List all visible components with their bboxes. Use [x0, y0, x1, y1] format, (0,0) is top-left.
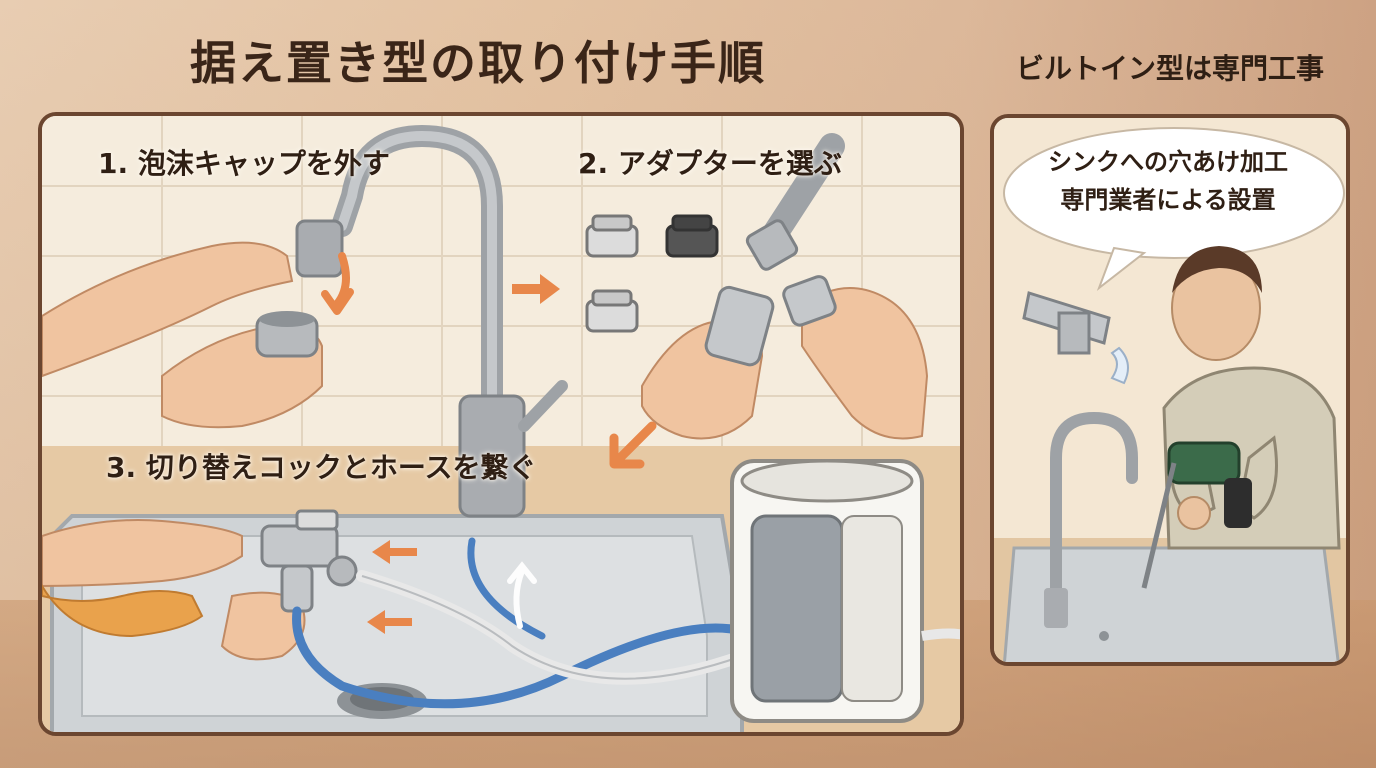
- worker: [1162, 246, 1341, 550]
- side-title: ビルトイン型は専門工事: [1015, 52, 1324, 85]
- up-arrow-icon: [507, 561, 537, 629]
- power-drill: [1141, 441, 1252, 589]
- speech-bubble: [1003, 127, 1345, 291]
- step1-hands: [42, 241, 323, 429]
- step-2-label: 2. アダプターを選ぶ: [578, 147, 842, 180]
- blue-hose: [292, 606, 747, 709]
- right-arrow-icon: [512, 274, 560, 304]
- main-illustration: [42, 116, 960, 732]
- builtin-panel: [990, 114, 1350, 666]
- page-title: 据え置き型の取り付け手順: [190, 36, 766, 90]
- builtin-faucet: [1050, 411, 1138, 604]
- step-3-label: 3. 切り替えコックとホースを繋ぐ: [106, 451, 537, 484]
- step3-hands: [42, 519, 306, 661]
- switch-cock: [260, 509, 358, 613]
- left-arrow-icon: [367, 540, 417, 634]
- speech-bubble-text: シンクへの穴あけ加工 専門業者による設置: [1018, 143, 1318, 219]
- down-left-arrow-icon: [609, 421, 657, 469]
- bubble-line-2: 専門業者による設置: [1060, 186, 1276, 214]
- builtin-illustration: [994, 118, 1346, 662]
- adapter-parts: [585, 133, 845, 333]
- t-fitting: [1022, 291, 1129, 385]
- step-1-label: 1. 泡沫キャップを外す: [98, 147, 390, 180]
- water-filter-unit: [730, 459, 924, 723]
- installation-steps-panel: 1. 泡沫キャップを外す 2. アダプターを選ぶ 3. 切り替えコックとホースを…: [38, 112, 964, 736]
- kitchen-faucet: [295, 124, 568, 518]
- bubble-line-1: シンクへの穴あけ加工: [1048, 148, 1288, 176]
- step2-hands: [641, 275, 929, 440]
